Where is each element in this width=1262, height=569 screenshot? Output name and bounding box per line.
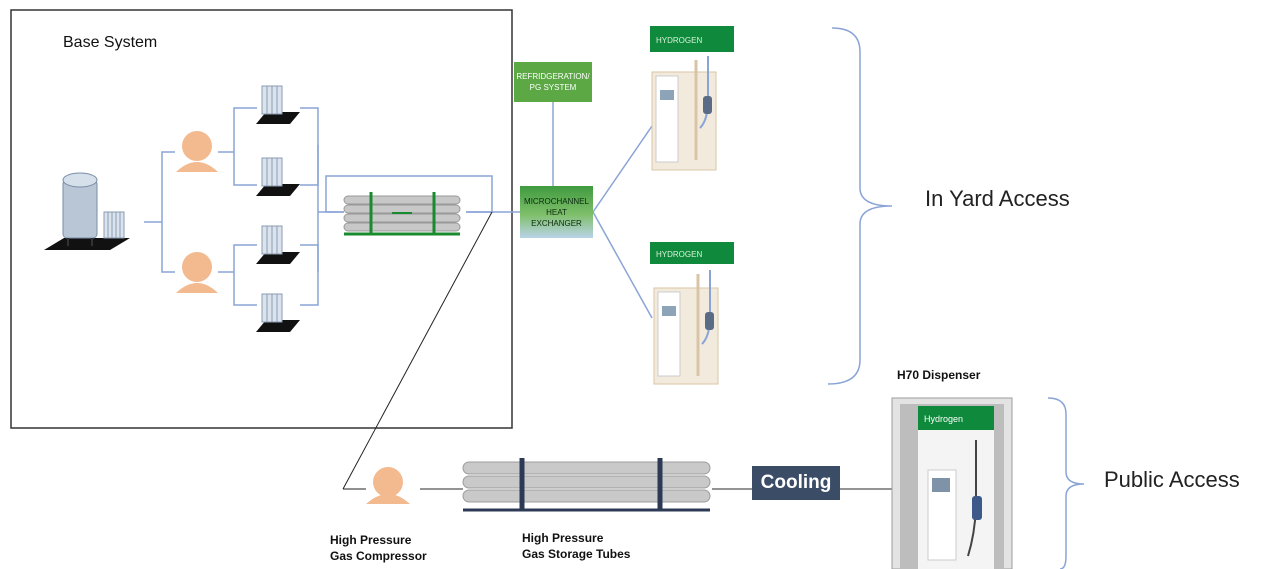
high-pressure-compressor-icon	[366, 467, 410, 504]
storage-tubes-label: High Pressure Gas Storage Tubes	[522, 530, 630, 562]
high-pressure-storage-tubes-icon	[462, 458, 711, 512]
compressor-label-line1: High Pressure	[330, 533, 412, 547]
in-yard-brace	[827, 27, 893, 385]
refrigeration-system-box: REFRIDGERATION/ PG SYSTEM	[514, 62, 592, 102]
storage-tubes-icon	[343, 192, 461, 236]
public-access-brace	[1047, 397, 1085, 569]
vaporizer-icon	[256, 157, 300, 196]
compressor-label: High Pressure Gas Compressor	[330, 532, 427, 564]
base-system-title: Base System	[63, 34, 158, 51]
yard-dispenser-icon: HYDROGEN	[650, 242, 734, 385]
base-system-piping	[144, 102, 653, 319]
dispenser-brand-text: Hydrogen	[924, 414, 963, 424]
storage-tubes-label-line1: High Pressure	[522, 531, 604, 545]
public-feed-line	[342, 211, 493, 490]
compressor-icon	[176, 252, 218, 293]
liquid-hydrogen-tank-icon	[44, 172, 130, 250]
microchannel-heat-exchanger-box: MICROCHANNEL HEAT EXCHANGER	[520, 186, 593, 238]
dispenser-brand-text: HYDROGEN	[656, 36, 702, 45]
vaporizer-icon	[256, 85, 300, 124]
yard-dispenser-icon: HYDROGEN	[650, 26, 734, 171]
base-system-frame	[10, 9, 513, 429]
cooling-box: Cooling	[752, 466, 840, 500]
in-yard-access-label: In Yard Access	[925, 186, 1070, 211]
vaporizer-icon	[256, 225, 300, 264]
dispenser-brand-text: HYDROGEN	[656, 250, 702, 259]
vaporizer-icon	[256, 293, 300, 332]
compressor-label-line2: Gas Compressor	[330, 549, 427, 563]
storage-tubes-label-line2: Gas Storage Tubes	[522, 547, 631, 561]
compressor-icon	[176, 131, 218, 172]
h70-dispenser-label: H70 Dispenser	[897, 368, 981, 382]
h70-dispenser-icon: Hydrogen	[891, 397, 1013, 569]
public-access-label: Public Access	[1104, 467, 1240, 492]
